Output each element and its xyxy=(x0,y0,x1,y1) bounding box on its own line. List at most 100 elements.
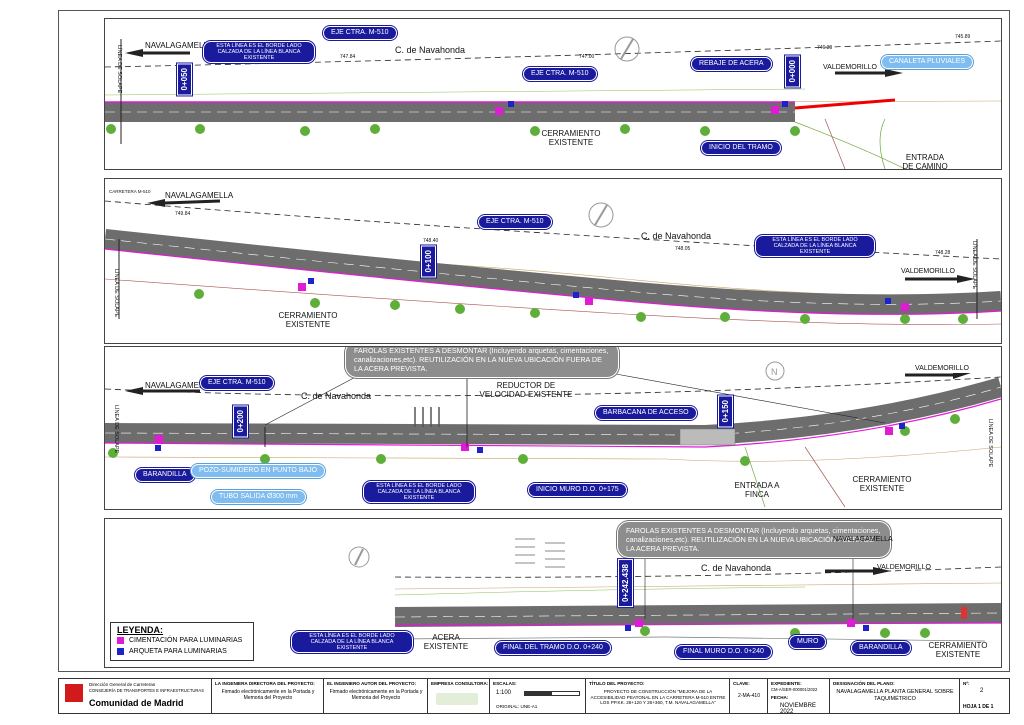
director-cell: LA INGENIERA DIRECTORA DEL PROYECTO: Fir… xyxy=(211,679,324,713)
clave-cell: CLAVE: 2-MA-410 xyxy=(729,679,768,713)
legend-item-label: CIMENTACIÓN PARA LUMINARIAS xyxy=(129,637,243,644)
titulo-heading: TÍTULO DEL PROYECTO: xyxy=(589,681,645,686)
consultora-logo xyxy=(436,693,478,705)
expediente-heading: EXPEDIENTE: xyxy=(771,681,802,686)
magenta-swatch xyxy=(117,637,124,644)
cota-label: 749.84 xyxy=(175,211,191,217)
consultora-cell: EMPRESA CONSULTORA: xyxy=(427,679,490,713)
linea-solape-label: LÍNEA DE SOLAPE xyxy=(113,405,119,454)
cota-label: 748.40 xyxy=(423,238,439,244)
pk-0000-marker: 0+000 xyxy=(785,55,800,88)
org-cell: Dirección General de Carreteras CONSEJER… xyxy=(59,679,211,713)
valdemorillo-label: VALDEMORILLO xyxy=(823,64,877,71)
numero-heading: Nº: xyxy=(963,681,970,686)
valdemorillo-label: VALDEMORILLO xyxy=(915,365,969,372)
original-value: ORIGINAL: UNE-A1 xyxy=(496,704,538,709)
linea-solape-label: LÍNEA DE SOLAPE xyxy=(971,241,977,290)
title-block: Dirección General de Carreteras CONSEJER… xyxy=(58,678,1010,715)
expediente-cell: EXPEDIENTE: CM-A/SER-000001/2022 FECHA: … xyxy=(767,679,830,715)
tubo-salida-tag: TUBO SALIDA Ø300 mm xyxy=(211,490,306,504)
plan-drawing-3: N xyxy=(105,361,1001,508)
legend-item-label: ARQUETA PARA LUMINARIAS xyxy=(129,648,227,655)
eje-ctra-tag: EJE CTRA. M-510 xyxy=(523,67,597,81)
director-value: Firmado electrónicamente en la Portada y… xyxy=(221,689,315,701)
clave-heading: CLAVE: xyxy=(733,681,750,686)
org-line2: CONSEJERÍA DE TRANSPORTES E INFRAESTRUCT… xyxy=(89,688,205,693)
consultora-heading: EMPRESA CONSULTORA: xyxy=(431,681,489,686)
inicio-tramo-tag: INICIO DEL TRAMO xyxy=(701,141,781,155)
linea-blanca-note: ESTA LÍNEA ES EL BORDE LADO CALZADA DE L… xyxy=(755,235,875,257)
pk-0050-marker: 0+050 xyxy=(177,63,192,96)
canaleta-pluviales-tag: CANALETA PLUVIALES xyxy=(881,55,974,69)
autor-value: Firmado electrónicamente en la Portada y… xyxy=(329,689,423,701)
escala-value: 1:100 xyxy=(496,690,512,696)
cerramiento-label: CERRAMIENTO EXISTENTE xyxy=(852,475,912,493)
eje-ctra-tag: EJE CTRA. M-510 xyxy=(323,26,397,40)
valdemorillo-label: VALDEMORILLO xyxy=(901,268,955,275)
escalas-cell: ESCALAS: 1:100 ORIGINAL: UNE-A1 xyxy=(489,679,586,713)
drawing-sheet xyxy=(58,10,1010,672)
linea-blanca-note: ESTA LÍNEA ES EL BORDE LADO CALZADA DE L… xyxy=(363,481,475,503)
valdemorillo-label: VALDEMORILLO xyxy=(877,564,931,571)
cota-label: 748.28 xyxy=(935,250,951,256)
designacion-heading: DESIGNACIÓN DEL PLANO: xyxy=(833,681,895,686)
carretera-label: CARRETERA M-510 xyxy=(109,189,151,194)
plan-drawing-2 xyxy=(105,199,1001,325)
navalagamella-label: NAVALAGAMELLA xyxy=(833,536,893,543)
fecha-heading: FECHA: xyxy=(771,695,789,700)
org-line1: Dirección General de Carreteras xyxy=(89,682,156,687)
farolas-callout: FAROLAS EXISTENTES A DESMONTAR (Incluyen… xyxy=(345,347,619,378)
cota-label: 747.00 xyxy=(579,54,595,60)
legend-box: LEYENDA: CIMENTACIÓN PARA LUMINARIAS ARQ… xyxy=(110,622,254,661)
legend-item-cimentacion: CIMENTACIÓN PARA LUMINARIAS xyxy=(117,637,242,644)
cerramiento-label: CERRAMIENTO EXISTENTE xyxy=(541,129,601,147)
autor-heading: EL INGENIERO AUTOR DEL PROYECTO: xyxy=(327,681,417,686)
barbacana-tag: BARBACANA DE ACCESO xyxy=(595,406,697,420)
org-name: Comunidad de Madrid xyxy=(89,698,184,708)
cota-label: 746.39 xyxy=(817,45,833,51)
final-tramo-tag: FINAL DEL TRAMO D.O. 0+240 xyxy=(495,641,611,655)
road-name-label: C. de Navahonda xyxy=(395,45,466,55)
navalagamella-label: NAVALAGAMELLA xyxy=(145,41,214,50)
fecha-value: NOVIEMBRE 2022 xyxy=(780,703,817,715)
inicio-muro-tag: INICIO MURO D.O. 0+175 xyxy=(528,483,627,497)
titulo-cell: TÍTULO DEL PROYECTO: PROYECTO DE CONSTRU… xyxy=(585,679,730,713)
autor-cell: EL INGENIERO AUTOR DEL PROYECTO: Firmado… xyxy=(323,679,428,713)
plan-panel-2: CARRETERA M-510 NAVALAGAMELLA VALDEMORIL… xyxy=(104,178,1002,344)
cota-label: 748.05 xyxy=(675,246,691,252)
eje-ctra-tag: EJE CTRA. M-510 xyxy=(200,376,274,390)
linea-blanca-note: ESTA LÍNEA ES EL BORDE LADO CALZADA DE L… xyxy=(291,631,413,653)
linea-solape-label: LÍNEA DE SOLAPE xyxy=(987,419,993,468)
cerramiento-label: CERRAMIENTO EXISTENTE xyxy=(278,311,338,329)
pk-0100-marker: 0+100 xyxy=(421,245,436,278)
scale-bar xyxy=(524,691,580,696)
svg-text:N: N xyxy=(771,367,778,377)
acera-existente-label: ACERA EXISTENTE xyxy=(423,633,469,651)
eje-ctra-tag: EJE CTRA. M-510 xyxy=(478,215,552,229)
pk-0242-marker: 0+242.438 xyxy=(618,559,633,608)
designacion-cell: DESIGNACIÓN DEL PLANO: NAVALAGAMELLA PLA… xyxy=(829,679,960,713)
legend-title: LEYENDA: xyxy=(117,625,164,635)
linea-solape-label: LÍNEA DE SOLAPE xyxy=(116,45,122,94)
linea-blanca-note: ESTA LÍNEA ES EL BORDE LADO CALZADA DE L… xyxy=(203,41,315,63)
pk-0200-marker: 0+200 xyxy=(233,405,248,438)
plan-panel-1: NAVALAGAMELLA VALDEMORILLO LÍNEA DE SOLA… xyxy=(104,18,1002,170)
barandilla-tag: BARANDILLA xyxy=(851,641,911,655)
escalas-heading: ESCALAS: xyxy=(493,681,517,686)
reductor-label: REDUCTOR DE VELOCIDAD EXISTENTE xyxy=(479,381,573,399)
numero-cell: Nº: 2 HOJA 1 DE 1 xyxy=(959,679,1010,713)
road-name-label: C. de Navahonda xyxy=(701,563,772,573)
director-heading: LA INGENIERA DIRECTORA DEL PROYECTO: xyxy=(215,681,315,686)
cota-label: 745.89 xyxy=(955,34,971,40)
titulo-value: PROYECTO DE CONSTRUCCIÓN "MEJORA DE LA A… xyxy=(590,689,726,705)
muro-tag: MURO xyxy=(789,635,827,649)
plan-drawing-4 xyxy=(348,538,1001,642)
linea-solape-label: LÍNEA DE SOLAPE xyxy=(113,269,119,318)
road-name-label: C. de Navahonda xyxy=(301,391,372,401)
cerramiento-label: CERRAMIENTO EXISTENTE xyxy=(928,641,988,659)
farolas-callout: FAROLAS EXISTENTES A DESMONTAR (Incluyen… xyxy=(617,521,891,558)
legend-item-arqueta: ARQUETA PARA LUMINARIAS xyxy=(117,648,227,655)
designacion-value: NAVALAGAMELLA PLANTA GENERAL SOBRE TAQUI… xyxy=(836,689,954,702)
pozo-sumidero-tag: POZO-SUMIDERO EN PUNTO BAJO xyxy=(191,464,326,478)
numero-value: 2 xyxy=(980,688,984,694)
